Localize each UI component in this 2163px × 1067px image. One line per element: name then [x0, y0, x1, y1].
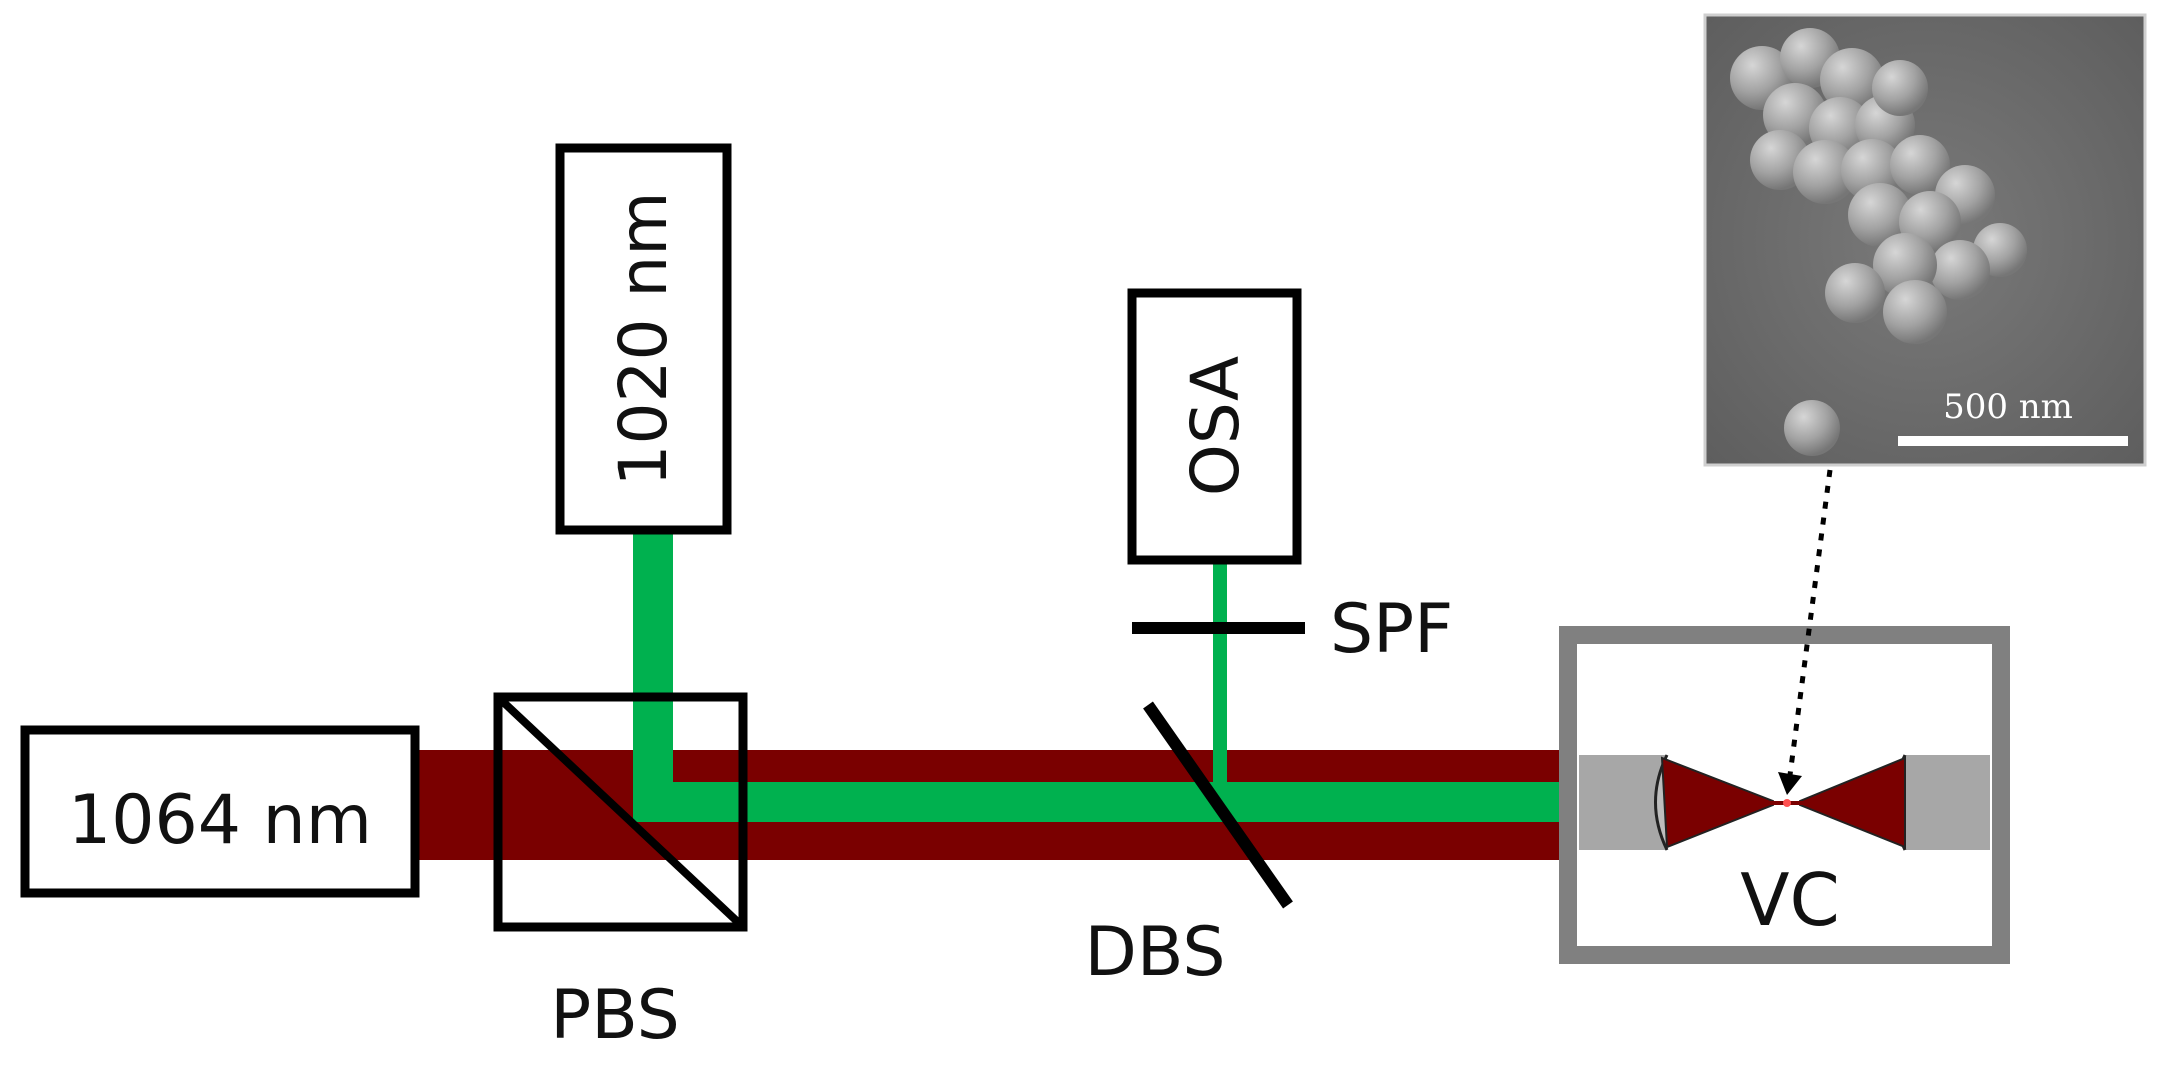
dbs-mirror [1143, 701, 1293, 909]
osa-signal-beam [1213, 560, 1227, 792]
probe-beam-vertical [633, 530, 673, 820]
pbs-cube [493, 692, 748, 932]
vc-label: VC [1740, 858, 1840, 942]
laser-1064-label: 1064 nm [68, 781, 372, 860]
nanoparticle-cluster [1730, 28, 2027, 456]
dbs-label: DBS [1085, 913, 1226, 992]
pbs-diagonal [497, 696, 744, 928]
sem-inset: 500 nm [1703, 13, 2147, 467]
inset-pointer-line [1787, 469, 1833, 776]
osa-label: OSA [1177, 356, 1254, 496]
right-lens-holder [1905, 755, 1990, 850]
scale-bar-label: 500 nm [1943, 387, 2073, 427]
osa-box [1127, 288, 1302, 565]
laser-1020-label: 1020 nm [605, 191, 682, 486]
left-lens-holder [1579, 755, 1667, 850]
laser-1064-box [20, 725, 420, 898]
trapped-particle [1783, 799, 1791, 807]
scale-bar [1898, 436, 2128, 446]
probe-beam-horizontal [633, 782, 1570, 822]
laser-1020-box [555, 143, 732, 535]
spf-label: SPF [1330, 590, 1453, 669]
inset-pointer-arrowhead [1778, 772, 1802, 795]
pbs-label: PBS [550, 976, 680, 1055]
